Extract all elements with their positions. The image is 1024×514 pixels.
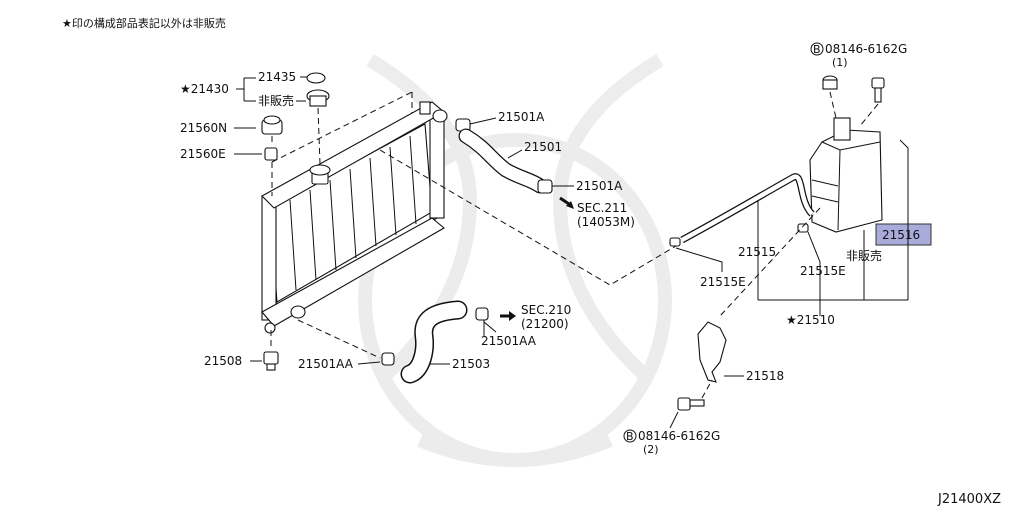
diagram-code: J21400XZ <box>937 492 1001 507</box>
upper-radiator-hose[interactable] <box>458 128 548 194</box>
radiator-cap-neck <box>309 164 331 185</box>
label-21430: ★21430 <box>180 82 229 96</box>
hose-clip-21515E-left[interactable] <box>669 237 681 247</box>
label-not-sold-a: 非販売 <box>258 93 294 108</box>
bolt-top[interactable] <box>871 77 885 103</box>
label-bolt-top: 08146-6162G <box>825 42 907 56</box>
radiator-lower-outlet <box>264 305 306 334</box>
label-21503: 21503 <box>452 357 490 371</box>
hose-clamp-21501AA-left[interactable] <box>381 352 395 366</box>
bracket-21518[interactable] <box>697 321 727 383</box>
label-21501A-mid: 21501A <box>576 179 623 193</box>
label-bolt-bottom-qty: (2) <box>643 443 659 456</box>
label-21508: 21508 <box>204 354 242 368</box>
highlight-21516[interactable] <box>875 223 932 246</box>
radiator-upper-outlet <box>419 101 448 123</box>
reservoir-hose-21515[interactable] <box>680 173 815 244</box>
hose-clamp-21501AA-right[interactable] <box>475 307 489 321</box>
label-bolt-top-qty: (1) <box>832 56 848 69</box>
label-sec210-sub: (21200) <box>521 317 569 331</box>
label-21515E-a: 21515E <box>700 275 746 289</box>
cap-seal-21435[interactable] <box>306 72 326 84</box>
label-21501AA-left: 21501AA <box>298 357 354 371</box>
label-bolt-bottom: 08146-6162G <box>638 429 720 443</box>
hose-clamp-21501A-mid[interactable] <box>537 179 553 194</box>
label-21560E: 21560E <box>180 147 226 161</box>
label-21510: ★21510 <box>786 313 835 327</box>
label-21515E-b: 21515E <box>800 264 846 278</box>
mount-bushing-21560N[interactable] <box>261 115 283 135</box>
label-21515: 21515 <box>738 245 776 259</box>
coolant-reservoir-tank[interactable] <box>809 117 883 233</box>
hose-clip-21515E-right[interactable] <box>797 223 809 233</box>
label-sec210[interactable]: SEC.210 <box>521 303 571 317</box>
label-21501AA-right: 21501AA <box>481 334 537 348</box>
arrow-to-sec210 <box>500 311 516 321</box>
label-sec211[interactable]: SEC.211 <box>577 201 627 215</box>
label-21518: 21518 <box>746 369 784 383</box>
radiator-core[interactable] <box>261 91 445 327</box>
lower-radiator-hose[interactable] <box>400 300 468 384</box>
label-sec211-sub: (14053M) <box>577 215 635 229</box>
label-21435: 21435 <box>258 70 296 84</box>
header-note: ★印の構成部品表記以外は非販売 <box>62 16 226 30</box>
label-21560N: 21560N <box>180 121 227 135</box>
bolt-mark-top <box>810 42 824 56</box>
arrow-to-sec211 <box>559 196 574 209</box>
label-21501: 21501 <box>524 140 562 154</box>
bolt-mark-top-letter: B <box>813 43 821 56</box>
drain-plug-21508[interactable] <box>263 351 279 371</box>
mount-bushing-21560E[interactable] <box>264 147 278 161</box>
radiator-cap[interactable] <box>306 89 330 107</box>
reservoir-cap[interactable] <box>822 75 838 90</box>
bolt-mark-bottom <box>623 429 637 443</box>
label-21516: 21516 <box>882 228 920 242</box>
bolt-mark-bottom-letter: B <box>626 430 634 443</box>
bolt-bottom[interactable] <box>677 397 705 411</box>
label-21501A-top: 21501A <box>498 110 545 124</box>
